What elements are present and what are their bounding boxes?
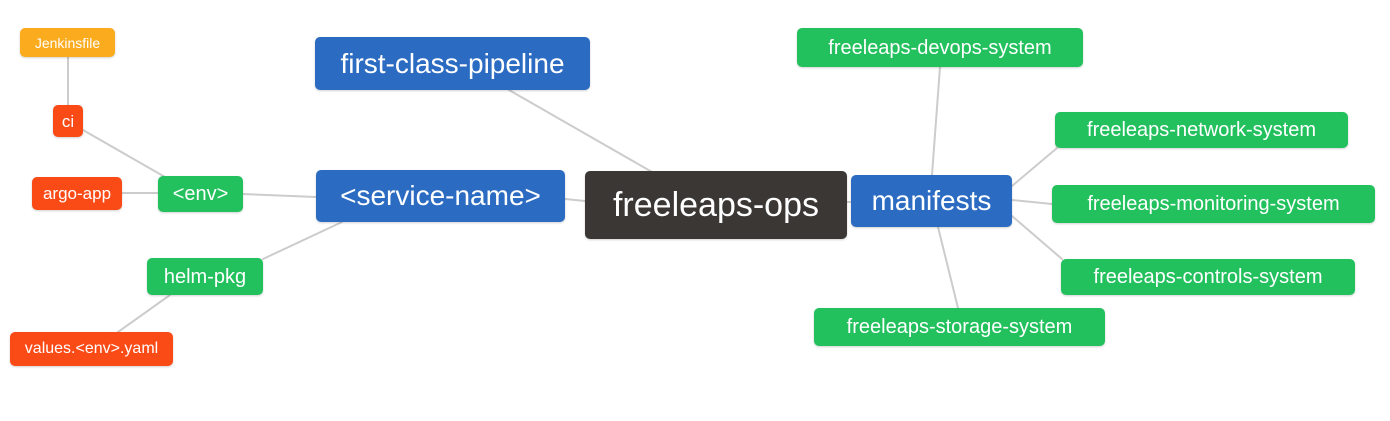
node-devops-system[interactable]: freeleaps-devops-system bbox=[797, 28, 1083, 67]
edge-env-to-service-name bbox=[242, 193, 317, 198]
node-storage-system[interactable]: freeleaps-storage-system bbox=[814, 308, 1105, 346]
node-monitoring-system[interactable]: freeleaps-monitoring-system bbox=[1052, 185, 1375, 223]
edge-service-name-to-freeleaps-ops bbox=[564, 198, 586, 202]
edge-manifests-to-network-system bbox=[1011, 147, 1058, 187]
node-jenkinsfile[interactable]: Jenkinsfile bbox=[20, 28, 115, 57]
node-freeleaps-ops[interactable]: freeleaps-ops bbox=[585, 171, 847, 239]
edge-manifests-to-devops-system bbox=[931, 66, 941, 176]
node-values-env-yaml[interactable]: values.<env>.yaml bbox=[10, 332, 173, 366]
node-first-class-pipeline[interactable]: first-class-pipeline bbox=[315, 37, 590, 90]
edge-manifests-to-monitoring-system bbox=[1011, 199, 1053, 205]
node-manifests[interactable]: manifests bbox=[851, 175, 1012, 227]
node-controls-system[interactable]: freeleaps-controls-system bbox=[1061, 259, 1355, 295]
node-network-system[interactable]: freeleaps-network-system bbox=[1055, 112, 1348, 148]
node-service-name[interactable]: <service-name> bbox=[316, 170, 565, 222]
node-env[interactable]: <env> bbox=[158, 176, 243, 212]
node-helm-pkg[interactable]: helm-pkg bbox=[147, 258, 263, 295]
edge-first-class-pipeline-to-freeleaps-ops bbox=[508, 89, 653, 173]
edge-helm-pkg-to-service-name bbox=[262, 221, 343, 260]
edge-manifests-to-storage-system bbox=[937, 226, 959, 309]
edge-ci-to-env bbox=[82, 129, 166, 178]
node-argo-app[interactable]: argo-app bbox=[32, 177, 122, 210]
edge-helm-pkg-to-values-env-yaml bbox=[117, 294, 171, 333]
node-ci[interactable]: ci bbox=[53, 105, 83, 137]
